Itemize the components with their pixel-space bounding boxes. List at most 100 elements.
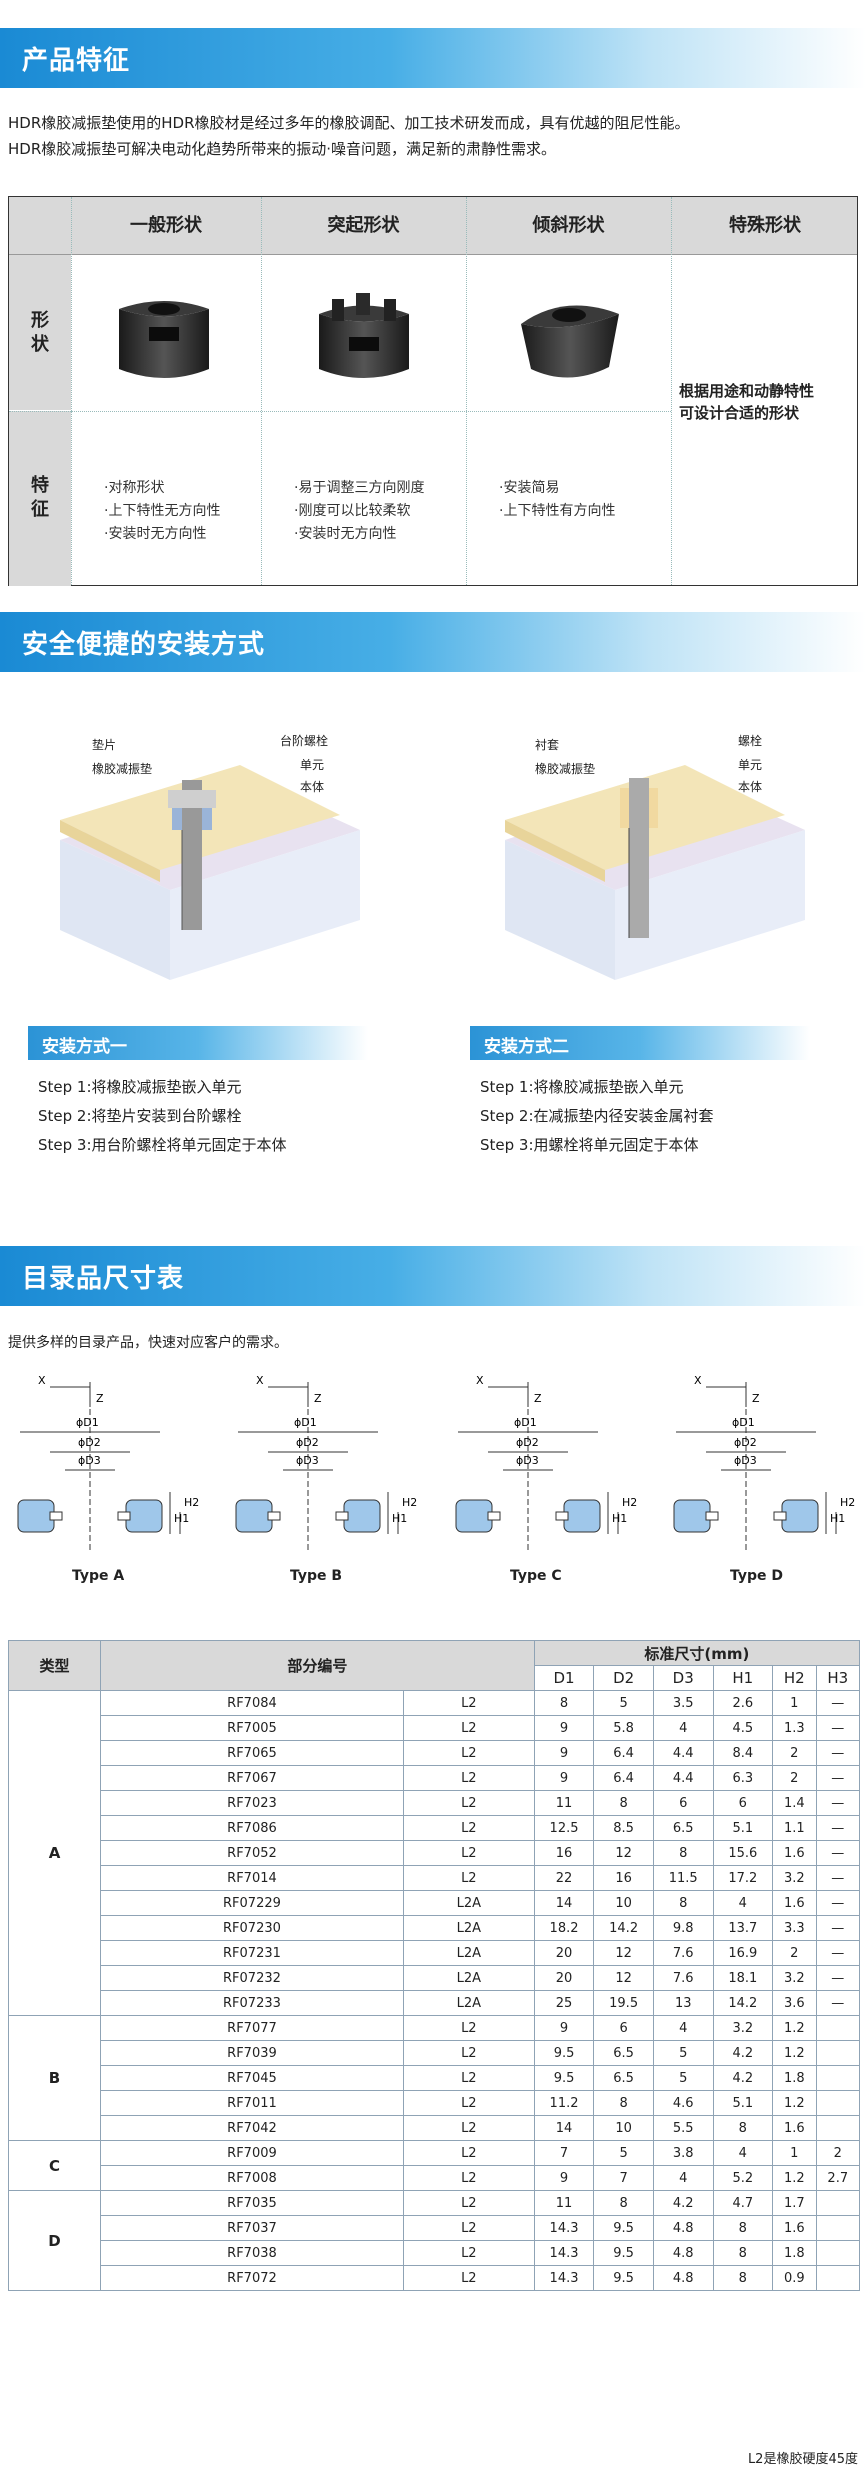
dimension-cell: 11.2 — [533, 2090, 595, 2116]
dimension-cell: 5 — [593, 1690, 654, 1716]
dimension-cell — [815, 2040, 861, 2066]
dimension-cell: 16.9 — [712, 1940, 774, 1966]
dimension-cell: 2 — [772, 1740, 817, 1766]
dimension-cell: 20 — [533, 1940, 595, 1966]
dimension-cell: — — [815, 1815, 861, 1841]
header-h2: H2 — [772, 1665, 817, 1691]
dimension-cell: 4.8 — [652, 2215, 714, 2241]
part-number-cell: RF7011 — [100, 2090, 404, 2116]
row-label-shape: 形 状 — [9, 255, 71, 410]
dimension-cell: 3.2 — [712, 2015, 774, 2041]
dimension-cell: 8.5 — [593, 1815, 654, 1841]
col-incline-shape: 倾斜形状 — [532, 215, 605, 236]
dimension-cell: 14 — [533, 1890, 595, 1916]
part-number-cell: RF7045 — [100, 2065, 404, 2091]
dimension-cell: 11 — [533, 1790, 595, 1816]
dimension-cell: 17.2 — [712, 1865, 774, 1891]
dimension-cell: 9.5 — [533, 2065, 595, 2091]
hardness-cell: L2A — [402, 1915, 535, 1941]
part-number-cell: RF7014 — [100, 1865, 404, 1891]
type-c-label: Type C — [510, 1568, 562, 1584]
dimension-cell: 4.4 — [652, 1765, 714, 1791]
hardness-cell: L2 — [402, 1790, 535, 1816]
type-cell: D — [8, 2190, 101, 2291]
method2-steps: Step 1:将橡胶减振垫嵌入单元 Step 2:在减振垫内径安装金属衬套 St… — [480, 1073, 714, 1160]
dimension-cell: 8 — [712, 2265, 774, 2291]
label-unit-2: 单元 — [738, 758, 763, 772]
part-number-cell: RF7084 — [100, 1690, 404, 1716]
type-cell: B — [8, 2015, 101, 2141]
step-item: Step 2:在减振垫内径安装金属衬套 — [480, 1107, 714, 1125]
dimension-cell: 2 — [815, 2140, 861, 2166]
part-number-cell: RF7037 — [100, 2215, 404, 2241]
method1-header: 安装方式一 — [28, 1026, 368, 1060]
dimension-cell: 3.6 — [772, 1990, 817, 2016]
dimension-cell: — — [815, 1790, 861, 1816]
dimension-cell — [815, 2090, 861, 2116]
dim-label-d2: ϕD2 — [78, 1436, 101, 1449]
hardness-cell: L2 — [402, 2190, 535, 2216]
hardness-cell: L2 — [402, 2165, 535, 2191]
dimension-cell: 8 — [593, 1790, 654, 1816]
dimension-cell: 14.3 — [533, 2215, 595, 2241]
dimension-cell: 6.5 — [652, 1815, 714, 1841]
dimension-cell: 1.6 — [772, 1890, 817, 1916]
dimension-cell: 6.4 — [593, 1740, 654, 1766]
dimension-cell: 7 — [593, 2165, 654, 2191]
dimension-cell: 5.1 — [712, 2090, 774, 2116]
method2-title: 安装方式二 — [484, 1037, 569, 1057]
dim-label-d2: ϕD2 — [734, 1436, 757, 1449]
features-banner: 产品特征 — [0, 28, 866, 88]
label-unit: 单元 — [300, 758, 325, 772]
intro-line-2: HDR橡胶减振垫可解决电动化趋势所带来的振动·噪音问题，满足新的肃静性需求。 — [8, 140, 557, 158]
dimension-cell: 8 — [712, 2115, 774, 2141]
special-shape-text: 根据用途和动静特性 可设计合适的形状 — [679, 380, 814, 424]
header-part-number: 部分编号 — [100, 1640, 535, 1691]
protrusion-shape-features: ·易于调整三方向刚度 ·刚度可以比较柔软 ·安装时无方向性 — [294, 477, 424, 546]
dimension-cell — [815, 2115, 861, 2141]
dim-label-h2: H2 — [840, 1496, 855, 1509]
part-number-cell: RF7038 — [100, 2240, 404, 2266]
hardness-cell: L2A — [402, 1965, 535, 1991]
dimension-cell: 13 — [652, 1990, 714, 2016]
dimension-cell: 7 — [533, 2140, 595, 2166]
dimension-cell: 18.1 — [712, 1965, 774, 1991]
feature-item: ·易于调整三方向刚度 — [294, 480, 425, 496]
install-title: 安全便捷的安装方式 — [22, 630, 266, 660]
dim-label-d3: ϕD3 — [516, 1454, 539, 1467]
hardness-cell: L2 — [402, 1815, 535, 1841]
features-title: 产品特征 — [22, 46, 131, 76]
dimension-cell — [815, 2015, 861, 2041]
dim-label-d3: ϕD3 — [734, 1454, 757, 1467]
dim-label-d2: ϕD2 — [296, 1436, 319, 1449]
dimension-cell: 9.5 — [533, 2040, 595, 2066]
dimension-cell: 10 — [593, 1890, 654, 1916]
dimension-cell: 3.2 — [772, 1965, 817, 1991]
dim-label-d3: ϕD3 — [78, 1454, 101, 1467]
dimension-cell: 2.6 — [712, 1690, 774, 1716]
install-banner: 安全便捷的安装方式 — [0, 612, 866, 672]
dimension-cell: — — [815, 1890, 861, 1916]
incline-shape-features: ·安装简易 ·上下特性有方向性 — [499, 477, 615, 523]
row-label-feature: 特 征 — [9, 411, 71, 586]
hardness-cell: L2 — [402, 1740, 535, 1766]
install-diagram-1 — [60, 765, 360, 980]
special-line: 根据用途和动静特性 — [679, 382, 815, 400]
dimension-cell — [815, 2240, 861, 2266]
hardness-cell: L2 — [402, 2090, 535, 2116]
hardness-cell: L2 — [402, 2115, 535, 2141]
dim-label-h2: H2 — [402, 1496, 417, 1509]
hardness-cell: L2 — [402, 1865, 535, 1891]
feature-item: ·安装时无方向性 — [294, 526, 397, 542]
dimension-cell: 3.2 — [772, 1865, 817, 1891]
